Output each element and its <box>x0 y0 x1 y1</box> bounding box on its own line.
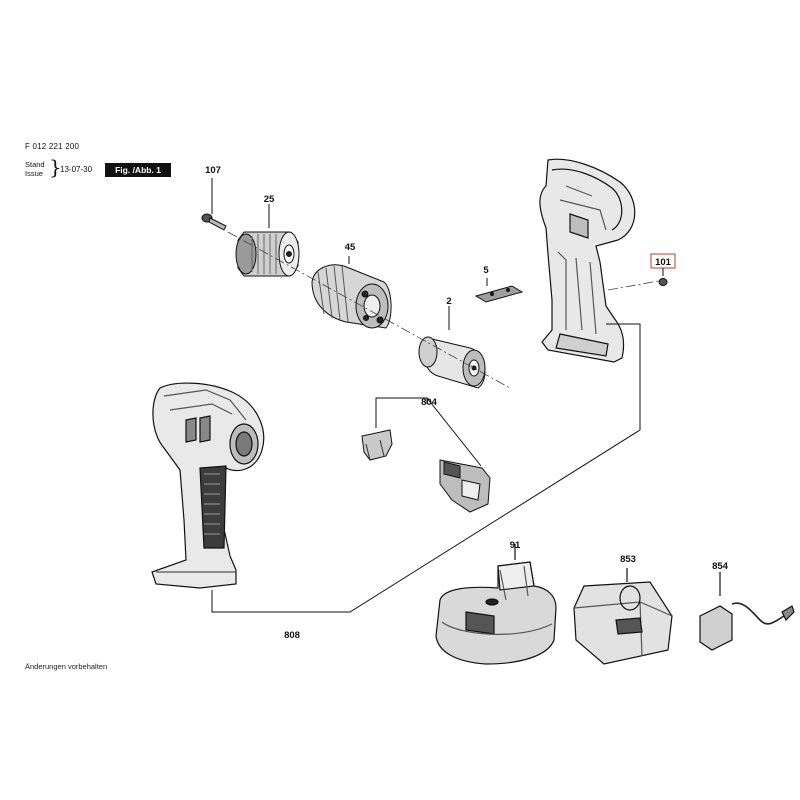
issue-label: Issue <box>25 169 43 178</box>
document-number: F 012 221 200 <box>25 142 80 151</box>
brace-glyph: } <box>49 155 62 179</box>
drill-body <box>151 382 265 589</box>
assembly-axis <box>227 231 665 389</box>
part-gearbox-45 <box>311 256 392 329</box>
part-screw-101 <box>650 253 676 286</box>
figure-label: Fig. /Abb. 1 <box>105 163 171 177</box>
part-motor-2 <box>418 306 486 389</box>
assembly-bracket-808 <box>211 323 641 613</box>
part-adapter-854 <box>699 572 795 651</box>
part-battery-91 <box>435 544 557 665</box>
label-808: 808 <box>284 630 300 641</box>
label-45: 45 <box>345 242 356 253</box>
label-101: 101 <box>655 257 672 268</box>
label-854: 854 <box>712 561 729 572</box>
label-804: 804 <box>421 397 438 408</box>
part-chuck-25 <box>235 204 300 277</box>
label-2: 2 <box>446 296 451 307</box>
housing-shell <box>539 158 636 363</box>
label-107: 107 <box>205 165 221 176</box>
part-5 <box>474 278 524 303</box>
stand-label: Stand <box>25 160 45 169</box>
label-853: 853 <box>620 554 636 565</box>
part-switch-804 <box>361 397 491 513</box>
issue-date: 13-07-30 <box>60 165 93 174</box>
part-labels: 107 25 45 5 2 101 804 808 91 853 854 <box>205 165 729 641</box>
label-25: 25 <box>264 194 275 205</box>
stand-issue-label: Stand Issue <box>25 160 45 178</box>
label-91: 91 <box>510 540 521 551</box>
part-screw-107 <box>201 178 227 231</box>
footer-note: Änderungen vorbehalten <box>25 662 108 671</box>
label-5: 5 <box>483 265 489 276</box>
part-charger-853 <box>573 568 673 665</box>
